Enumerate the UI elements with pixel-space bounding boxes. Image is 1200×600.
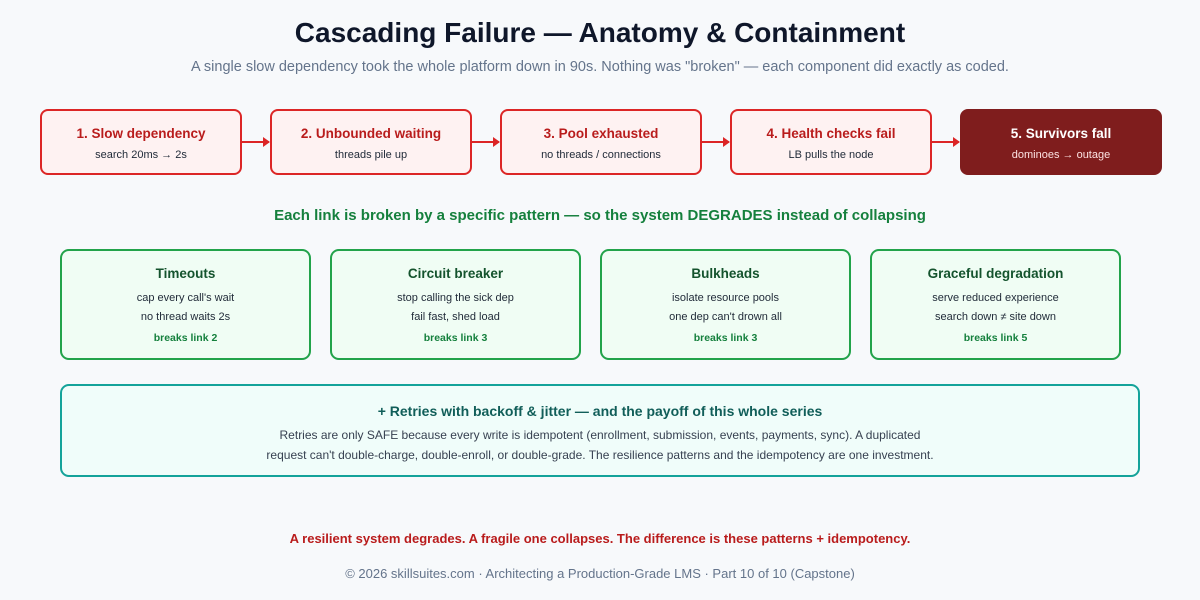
chain-step-title: 2. Unbounded waiting — [300, 126, 442, 141]
pattern-graceful-degradation: Graceful degradation serve reduced exper… — [870, 249, 1121, 360]
pattern-circuit-breaker: Circuit breaker stop calling the sick de… — [330, 249, 581, 360]
pattern-detail: stop calling the sick dep — [397, 292, 514, 304]
chain-step-pool-exhausted: 3. Pool exhausted no threads / connectio… — [500, 109, 702, 175]
retries-description: request can't double-charge, double-enro… — [266, 448, 934, 462]
arrow-right-icon — [241, 137, 270, 147]
patterns-heading: Each link is broken by a specific patter… — [274, 207, 926, 224]
chain-step-health-checks-fail: 4. Health checks fail LB pulls the node — [730, 109, 932, 175]
conclusion-text: A resilient system degrades. A fragile o… — [289, 531, 911, 546]
pattern-timeouts: Timeouts cap every call's wait no thread… — [60, 249, 311, 360]
pattern-title: Graceful degradation — [927, 266, 1064, 281]
arrow-right-icon — [931, 137, 960, 147]
pattern-detail: search down ≠ site down — [935, 311, 1056, 323]
chain-step-survivors-fall: 5. Survivors fall dominoes → outage — [960, 109, 1162, 175]
chain-step-detail: LB pulls the node — [788, 149, 874, 161]
pattern-breaks-link: breaks link 2 — [153, 332, 218, 344]
arrow-right-icon — [471, 137, 500, 147]
chain-step-title: 1. Slow dependency — [76, 126, 206, 141]
pattern-title: Circuit breaker — [407, 266, 504, 281]
retries-description: Retries are only SAFE because every writ… — [279, 428, 921, 442]
pattern-detail: cap every call's wait — [136, 292, 235, 304]
chain-step-title: 4. Health checks fail — [766, 126, 896, 141]
arrow-right-icon — [701, 137, 730, 147]
chain-step-unbounded-waiting: 2. Unbounded waiting threads pile up — [270, 109, 472, 175]
pattern-detail: fail fast, shed load — [411, 311, 500, 323]
pattern-detail: no thread waits 2s — [140, 311, 231, 323]
chain-step-slow-dependency: 1. Slow dependency search 20ms → 2s — [40, 109, 242, 175]
chain-step-detail: threads pile up — [334, 149, 408, 161]
pattern-breaks-link: breaks link 5 — [963, 332, 1028, 344]
retries-title: + Retries with backoff & jitter — and th… — [377, 403, 823, 419]
pattern-title: Bulkheads — [691, 266, 760, 281]
footer-credit: © 2026 skillsuites.com · Architecting a … — [345, 566, 855, 581]
pattern-detail: serve reduced experience — [932, 292, 1059, 304]
pattern-breaks-link: breaks link 3 — [423, 332, 488, 344]
pattern-detail: one dep can't drown all — [669, 311, 782, 323]
page-subtitle: A single slow dependency took the whole … — [191, 59, 1009, 75]
chain-step-title: 3. Pool exhausted — [543, 126, 659, 141]
chain-step-detail: dominoes → outage — [1011, 149, 1111, 161]
chain-step-title: 5. Survivors fall — [1010, 126, 1112, 141]
pattern-title: Timeouts — [155, 266, 216, 281]
pattern-detail: isolate resource pools — [671, 292, 779, 304]
retries-panel: + Retries with backoff & jitter — and th… — [60, 384, 1140, 477]
pattern-bulkheads: Bulkheads isolate resource pools one dep… — [600, 249, 851, 360]
page-title: Cascading Failure — Anatomy & Containmen… — [294, 17, 906, 48]
pattern-breaks-link: breaks link 3 — [693, 332, 758, 344]
chain-step-detail: no threads / connections — [541, 149, 661, 161]
chain-step-detail: search 20ms → 2s — [95, 149, 187, 161]
